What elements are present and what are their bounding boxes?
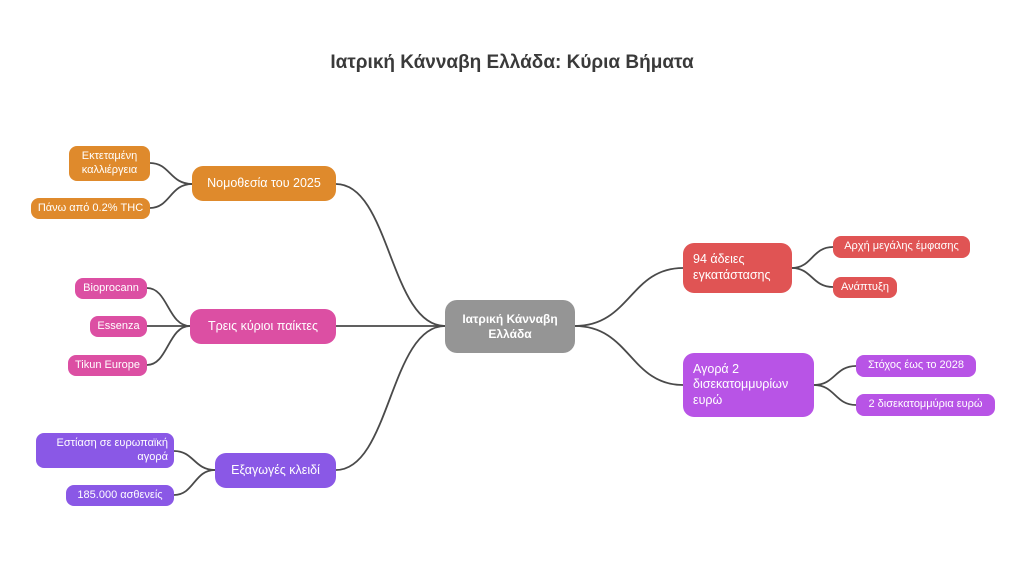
- leaf-two-billion: 2 δισεκατομμύρια ευρώ: [856, 394, 995, 416]
- leaf-european-market: Εστίαση σε ευρωπαϊκή αγορά: [36, 433, 174, 468]
- link-center-market: [574, 325, 684, 386]
- link-center-licenses: [574, 267, 684, 327]
- leaf-tikun-europe: Tikun Europe: [68, 355, 147, 376]
- leaf-extended-cultivation: Εκτεταμένη καλλιέργεια: [69, 146, 150, 181]
- branch-legislation: Νομοθεσία του 2025: [192, 166, 336, 201]
- link-exports-leaf-2: [173, 469, 216, 496]
- branch-market: Αγορά 2 δισεκατομμυρίων ευρώ: [683, 353, 814, 417]
- link-center-legislation: [335, 183, 446, 327]
- diagram-title: Ιατρική Κάνναβη Ελλάδα: Κύρια Βήματα: [330, 52, 694, 73]
- branch-players: Τρεις κύριοι παίκτες: [190, 309, 336, 344]
- link-market-leaf-1: [813, 365, 857, 386]
- link-licenses-leaf-2: [791, 267, 834, 288]
- link-legislation-leaf-1: [149, 162, 193, 185]
- link-center-exports: [335, 325, 446, 471]
- link-legislation-leaf-2: [149, 183, 193, 209]
- leaf-thc-limit: Πάνω από 0.2% THC: [31, 198, 150, 219]
- leaf-target-2028: Στόχος έως το 2028: [856, 355, 976, 377]
- link-exports-leaf-1: [173, 450, 216, 471]
- leaf-essenza: Essenza: [90, 316, 147, 337]
- leaf-patients: 185.000 ασθενείς: [66, 485, 174, 506]
- link-market-leaf-2: [813, 384, 857, 406]
- branch-licenses: 94 άδειες εγκατάστασης: [683, 243, 792, 293]
- leaf-development: Ανάπτυξη: [833, 277, 897, 298]
- leaf-strong-emphasis: Αρχή μεγάλης έμφασης: [833, 236, 970, 258]
- link-licenses-leaf-1: [791, 246, 834, 269]
- link-players-leaf-3: [146, 325, 191, 366]
- center-node: Ιατρική Κάνναβη Ελλάδα: [445, 300, 575, 353]
- link-players-leaf-1: [146, 287, 191, 327]
- leaf-bioprocann: Bioprocann: [75, 278, 147, 299]
- branch-exports: Εξαγωγές κλειδί: [215, 453, 336, 488]
